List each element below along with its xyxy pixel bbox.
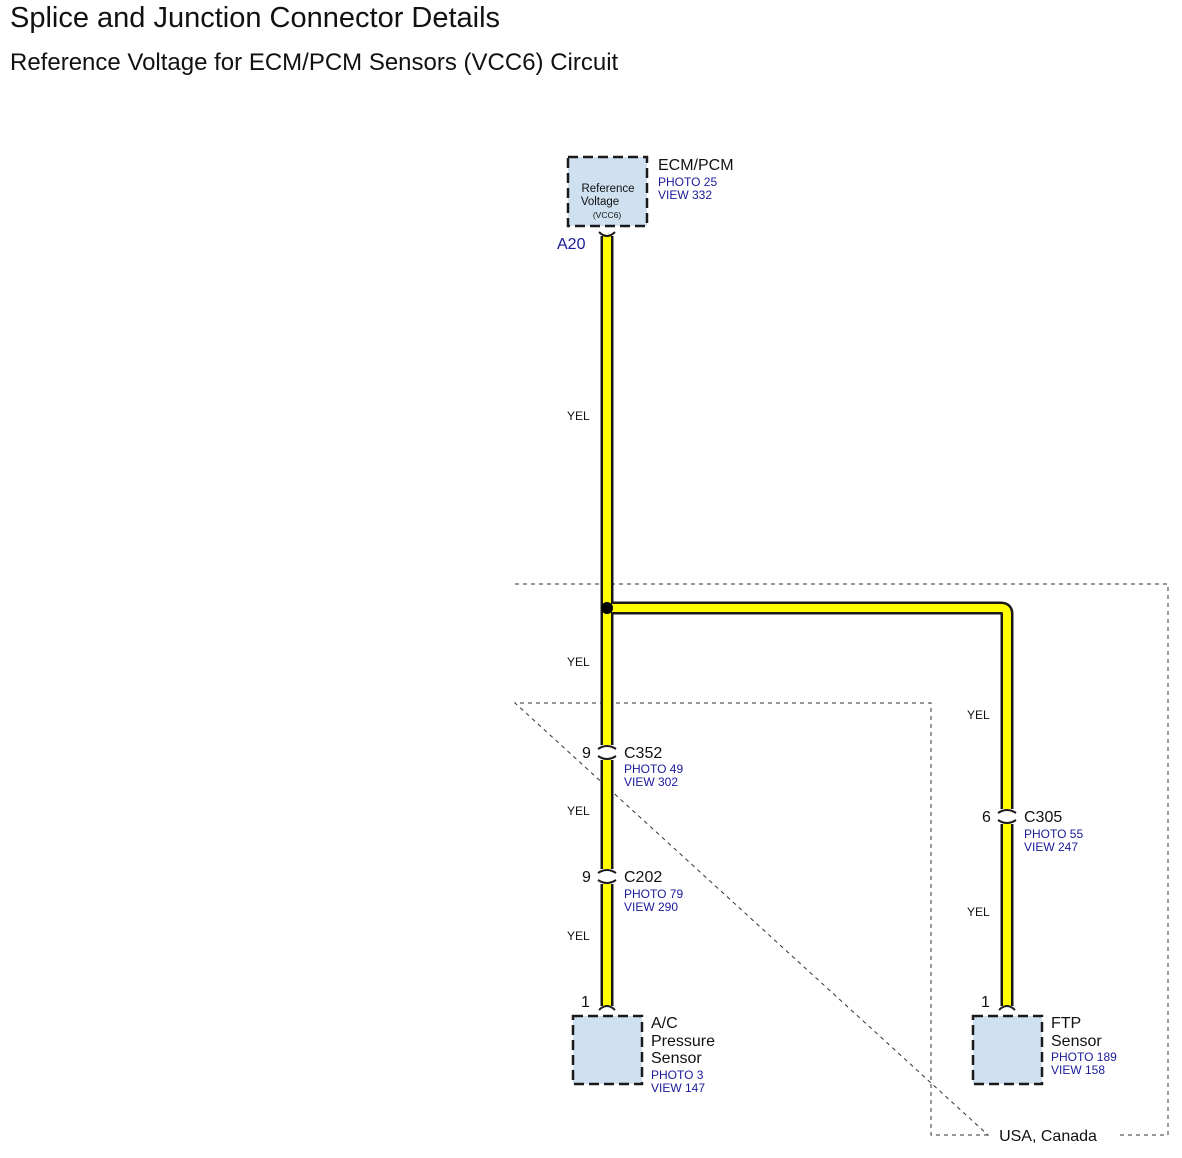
c305-photo: PHOTO 55 [1024, 827, 1083, 841]
wire-label-right-upper: YEL [967, 708, 990, 722]
c305-pin: 6 [982, 809, 991, 826]
wire-label-below-splice: YEL [567, 655, 590, 669]
c352-photo: PHOTO 49 [624, 762, 683, 776]
ac-sensor-name-1: A/C [651, 1015, 678, 1032]
wire-fills [603, 236, 1011, 1006]
c202-photo: PHOTO 79 [624, 887, 683, 901]
ftp-terminal-cap [998, 1005, 1016, 1011]
ecm-inner-label-1: Reference [581, 183, 634, 195]
c202-name: C202 [624, 869, 662, 886]
ac-sensor-name-2: Pressure [651, 1033, 715, 1050]
ftp-sensor-pin: 1 [981, 994, 990, 1011]
ac-terminal-cap [598, 1005, 616, 1011]
c305-view: VIEW 247 [1024, 840, 1078, 854]
connector-c352-symbol [597, 745, 617, 760]
ecm-name: ECM/PCM [658, 157, 734, 174]
splice-point [601, 602, 613, 614]
wire-label-c202-ac: YEL [567, 929, 590, 943]
ac-sensor-name-3: Sensor [651, 1050, 702, 1067]
ac-sensor-view: VIEW 147 [651, 1081, 705, 1095]
page-subtitle: Reference Voltage for ECM/PCM Sensors (V… [10, 49, 619, 76]
ac-sensor-photo: PHOTO 3 [651, 1068, 704, 1082]
ftp-sensor-box [971, 1014, 1044, 1086]
page-title: Splice and Junction Connector Details [10, 2, 501, 34]
connector-c305-symbol [997, 809, 1017, 824]
ac-sensor-pin: 1 [581, 994, 590, 1011]
ftp-sensor-name-1: FTP [1051, 1015, 1081, 1032]
c305-name: C305 [1024, 809, 1062, 826]
region-boundary [513, 583, 1169, 1136]
ftp-sensor-name-2: Sensor [1051, 1033, 1102, 1050]
region-label: USA, Canada [999, 1128, 1097, 1145]
terminal-caps [598, 231, 1016, 1011]
wire-splice-to-c305 [607, 604, 1011, 809]
c202-pin: 9 [582, 869, 591, 886]
wire-label-c352-c202: YEL [567, 804, 590, 818]
ecm-pcm-box [566, 155, 649, 228]
ftp-sensor-photo: PHOTO 189 [1051, 1050, 1117, 1064]
ecm-pin-a20: A20 [557, 236, 586, 253]
ecm-inner-label-2: Voltage [581, 196, 619, 208]
wire-label-right-lower: YEL [967, 905, 990, 919]
ac-pressure-sensor-box [571, 1014, 644, 1086]
c202-view: VIEW 290 [624, 900, 678, 914]
ecm-inner-label-3: (VCC6) [593, 210, 622, 220]
c352-pin: 9 [582, 745, 591, 762]
c352-name: C352 [624, 745, 662, 762]
wire-label-main: YEL [567, 409, 590, 423]
ecm-terminal-cap [598, 231, 616, 237]
c352-view: VIEW 302 [624, 775, 678, 789]
connector-c202-symbol [597, 869, 617, 884]
ecm-view: VIEW 332 [658, 188, 712, 202]
ftp-sensor-view: VIEW 158 [1051, 1063, 1105, 1077]
ecm-photo: PHOTO 25 [658, 175, 717, 189]
